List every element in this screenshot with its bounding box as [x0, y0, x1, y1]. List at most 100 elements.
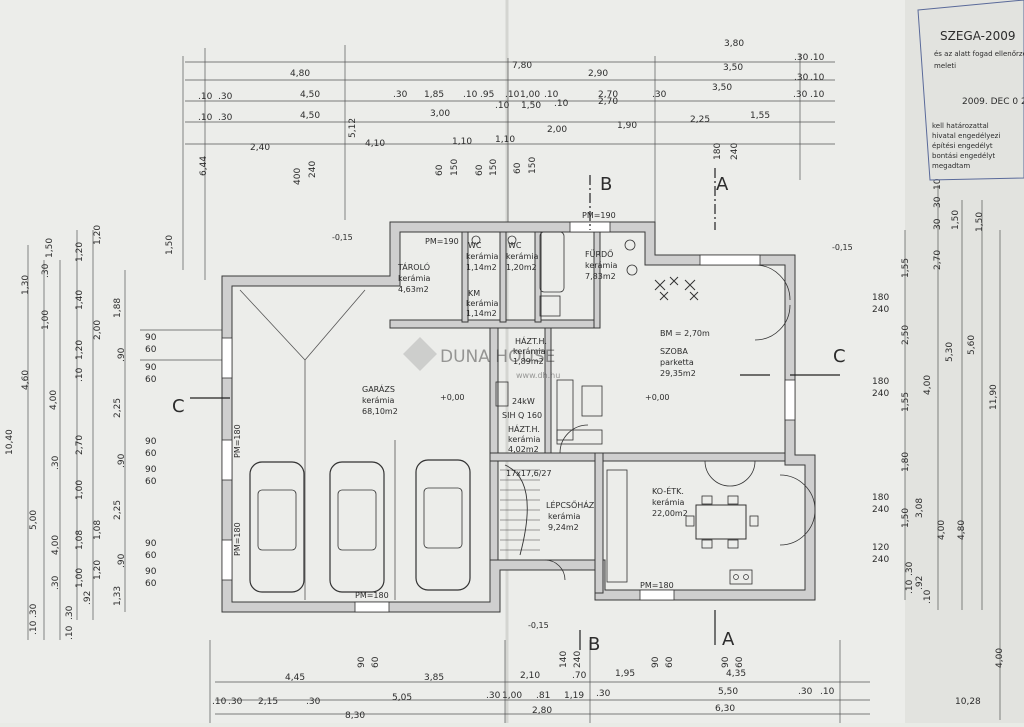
- left-dim: 60: [145, 449, 157, 459]
- left-dim: .10: [65, 625, 75, 640]
- top-dim: 2,00: [547, 125, 567, 135]
- bottom-dim: .10: [820, 687, 835, 697]
- top-dim: .30: [652, 90, 667, 100]
- top-dim: 4,80: [290, 69, 310, 79]
- left-dim: 4,00: [49, 390, 59, 410]
- right-dim: 240: [872, 389, 889, 399]
- bottom-dim: 1,95: [615, 669, 635, 679]
- top-dim: 5,12: [348, 118, 358, 138]
- left-dim: 4,00: [51, 535, 61, 555]
- toilet-icon: [471, 235, 481, 245]
- right-dim: .10: [923, 589, 933, 604]
- svg-text:29,35m2: 29,35m2: [660, 369, 696, 378]
- left-dim: 1,50: [45, 238, 55, 258]
- bottom-dim: .30: [486, 691, 501, 701]
- left-dim: 1,20: [93, 225, 103, 245]
- svg-text:parketta: parketta: [660, 358, 694, 367]
- sofa-icon: [556, 379, 574, 441]
- top-dim: 4,50: [300, 90, 320, 100]
- right-dim: 1,80: [901, 452, 911, 472]
- top-dim: .30: [393, 90, 408, 100]
- right-dim: 2,70: [933, 250, 943, 270]
- car-icon: [249, 461, 305, 593]
- room-label-wc: WC kerámia 1,14m2: [466, 241, 498, 272]
- right-dim: 240: [872, 505, 889, 515]
- section-a-label: A: [716, 174, 729, 195]
- top-dim: .10: [198, 92, 213, 102]
- left-dim: 2,00: [93, 320, 103, 340]
- bottom-dim: 5,05: [392, 693, 412, 703]
- right-dim: 1,55: [901, 258, 911, 278]
- left-dim: 1,88: [113, 298, 123, 318]
- plant-icon: [654, 276, 699, 301]
- right-dim: 180: [872, 493, 889, 503]
- stove-icon: [729, 569, 753, 585]
- top-dim: 2,25: [690, 115, 710, 125]
- bottom-dim: 2,15: [258, 697, 278, 707]
- top-dim: 60: [435, 164, 445, 176]
- right-dim: 120: [872, 543, 889, 553]
- svg-text:HÁZT.H.: HÁZT.H.: [515, 335, 547, 346]
- left-dim: .90: [117, 453, 127, 468]
- toilet-icon: [624, 239, 636, 251]
- room-label-tarolo: TÁROLÓ kerámia 4,63m2: [397, 261, 430, 294]
- interior-walls: [389, 231, 786, 594]
- left-dim: 90: [145, 465, 157, 475]
- left-dim: .90: [117, 347, 127, 362]
- top-dim: 150: [489, 159, 499, 176]
- right-dim: .92: [915, 576, 925, 590]
- top-dim: .10: [554, 99, 569, 109]
- room-label-szoba: SZOBA parketta 29,35m2: [660, 347, 696, 378]
- svg-text:2009. DEC 0 2.: 2009. DEC 0 2.: [962, 97, 1024, 107]
- left-dimension-texts: 10,40 4,60 5,00 1,30 4,00 4,00 .30 .10 .…: [5, 225, 175, 640]
- svg-text:DUNA HOUSE: DUNA HOUSE: [440, 347, 555, 367]
- left-dim: 10,40: [5, 429, 15, 455]
- left-dim: .30: [41, 263, 51, 278]
- boiler-label: 24kW: [512, 397, 535, 406]
- bottom-dim: 4,35: [726, 669, 746, 679]
- bottom-dim: 140: [559, 651, 569, 668]
- top-dimension-texts: 3,80 .30 .10 4,80 7,80 2,90 3,50 .30 .10…: [198, 39, 825, 185]
- window-marks: [221, 221, 796, 613]
- left-dim: 1,20: [93, 560, 103, 580]
- top-dim: .30: [794, 73, 809, 83]
- right-dim: 1,55: [901, 392, 911, 412]
- left-dim: 1,00: [75, 568, 85, 588]
- svg-text:GARÁZS: GARÁZS: [362, 383, 395, 394]
- svg-text:SZEGA-2009: SZEGA-2009: [940, 29, 1016, 43]
- left-dim: 60: [145, 551, 157, 561]
- stairs-label: 17x17,6/27: [506, 469, 552, 478]
- approval-stamp: SZEGA-2009 és az alatt fogad ellenőrzés …: [917, 0, 1024, 181]
- top-dim: 150: [528, 157, 538, 174]
- top-dim: .10: [544, 90, 559, 100]
- top-dim: .10: [495, 101, 510, 111]
- boiler-model-label: SIH Q 160: [502, 411, 542, 420]
- left-dim: 90: [145, 333, 157, 343]
- svg-text:kerámia: kerámia: [508, 435, 540, 444]
- section-c-label: C: [833, 346, 846, 367]
- paper-fold: [905, 0, 1024, 723]
- bottom-dim: 90: [357, 656, 367, 668]
- right-dim: 5,30: [945, 342, 955, 362]
- svg-text:kerámia: kerámia: [362, 396, 394, 405]
- svg-text:22,00m2: 22,00m2: [652, 509, 688, 518]
- section-a-label: B: [600, 174, 612, 195]
- right-dim: 11,90: [989, 384, 999, 410]
- sofa-icon: [556, 429, 603, 445]
- top-dim: 3,50: [723, 63, 743, 73]
- svg-text:LÉPCSŐHÁZ: LÉPCSŐHÁZ: [546, 499, 595, 510]
- bottom-dim: 2,10: [520, 671, 540, 681]
- svg-text:kerámia: kerámia: [585, 261, 617, 270]
- right-dim: 2,50: [901, 325, 911, 345]
- top-dim: 3,00: [430, 109, 450, 119]
- bottom-dim: 90: [721, 656, 731, 668]
- bottom-dim: .30: [306, 697, 321, 707]
- left-dim: 2,25: [113, 500, 123, 520]
- svg-text:meleti: meleti: [934, 62, 956, 70]
- car-icon: [415, 459, 471, 591]
- room-label-lepcsohaz: LÉPCSŐHÁZ kerámia 9,24m2: [546, 499, 595, 532]
- left-dim: 1,30: [21, 275, 31, 295]
- left-dim: 60: [145, 477, 157, 487]
